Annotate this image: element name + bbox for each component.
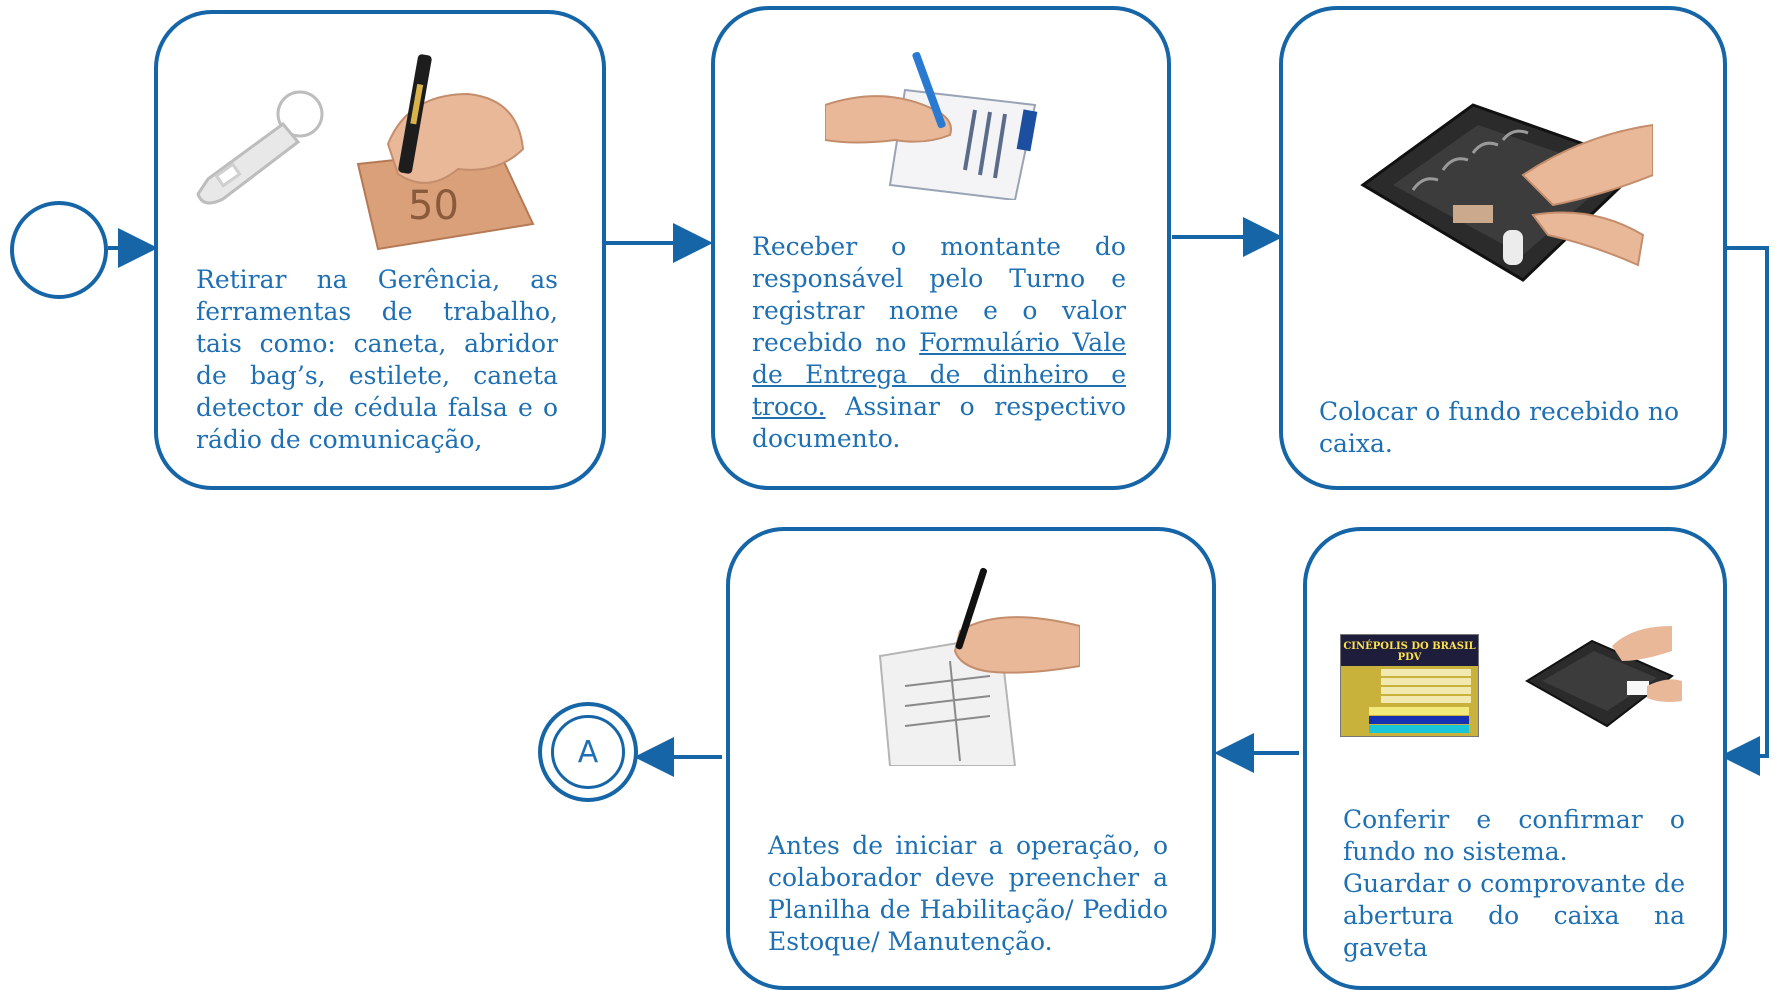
pos-screen-title: CINÉPOLIS DO BRASIL	[1341, 635, 1478, 652]
step-2-text-after: Assinar o respectivo documento.	[752, 392, 1126, 453]
step-2-text-before: Receber o montante do responsável pelo T…	[752, 232, 1126, 357]
step-4-text-line-1: Conferir e confirmar o fundo no sistema.	[1343, 805, 1685, 866]
hand-writing-form-icon	[825, 51, 1038, 200]
step-4-box: CINÉPOLIS DO BRASIL PDV	[1303, 527, 1727, 990]
pen-on-banknote-icon: 50	[356, 54, 535, 251]
step-5-text: Antes de iniciar a operação, o colaborad…	[768, 831, 1168, 956]
svg-text:50: 50	[408, 183, 459, 229]
pos-screen-subtitle: PDV	[1341, 652, 1478, 666]
step-3-box	[1279, 6, 1727, 490]
connector-a-label: A	[551, 715, 625, 789]
cash-drawer-icon	[1360, 103, 1653, 282]
step-4-text: Conferir e confirmar o fundo no sistema.…	[1343, 804, 1685, 964]
hand-writing-spreadsheet-icon	[878, 567, 1080, 766]
start-event-circle	[10, 201, 108, 299]
pos-screen-options	[1369, 707, 1469, 733]
arrow-step3-to-step4	[1720, 246, 1769, 776]
step-2-form-link[interactable]: Formulário Vale de Entrega de dinheiro e…	[752, 328, 1126, 421]
off-page-connector: A	[538, 702, 638, 802]
step-2-box	[711, 6, 1171, 490]
pos-screen-fields	[1381, 667, 1471, 705]
bottle-opener-icon	[196, 90, 324, 205]
pos-screen: CINÉPOLIS DO BRASIL PDV	[1340, 634, 1479, 737]
step-5-box	[726, 527, 1216, 990]
step-2-text: Receber o montante do responsável pelo T…	[752, 231, 1126, 455]
step-1-box: 50	[154, 10, 606, 490]
step-4-text-line-2: Guardar o comprovante de abertura do cai…	[1343, 869, 1685, 962]
step-1-text: Retirar na Gerência, as ferramentas de t…	[196, 265, 558, 454]
cash-drawer-small-icon	[1525, 626, 1682, 728]
step-3-text: Colocar o fundo recebido no caixa.	[1319, 397, 1679, 458]
